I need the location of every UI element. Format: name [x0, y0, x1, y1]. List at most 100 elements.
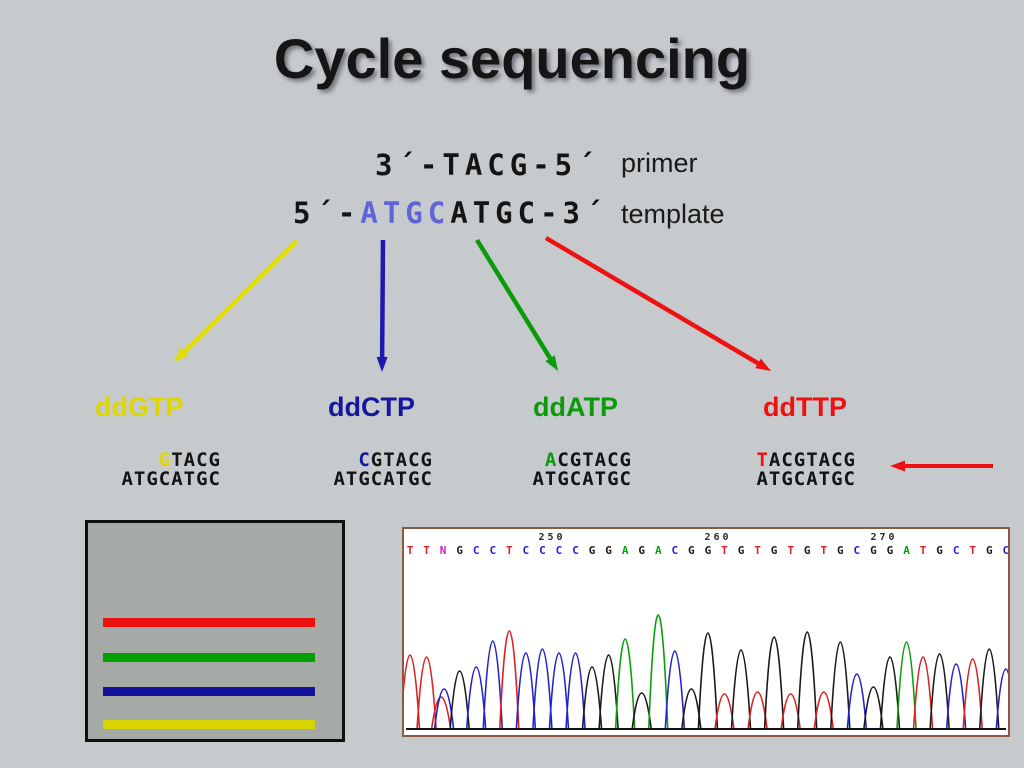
template-sequence: 5´-ATGCATGC-3´: [293, 196, 607, 230]
trace-peak: [565, 652, 586, 730]
base-call: T: [721, 544, 728, 557]
trace-peak: [763, 636, 785, 730]
trace-peak: [929, 653, 950, 730]
trace-peak: [995, 668, 1008, 730]
product-strand: GTACG: [158, 449, 221, 471]
slide-title: Cycle sequencing: [273, 27, 751, 90]
base-call: C: [952, 544, 960, 557]
base-call: G: [985, 544, 993, 557]
primer-sequence: 3´-TACG-5´: [375, 148, 600, 182]
trace-peak: [614, 638, 636, 730]
trace-peak: [465, 666, 487, 730]
trace-peak: [846, 673, 868, 730]
ddgtp-label: ddGTP: [95, 392, 184, 422]
ddctp-label: ddCTP: [328, 392, 415, 422]
base-call: T: [505, 544, 513, 557]
ddCTP-arrow: [376, 356, 388, 372]
template-strand: ATGCATGC: [333, 468, 433, 490]
trace-peak: [962, 658, 983, 730]
trace-peak: [532, 648, 553, 730]
trace-peak: [430, 696, 452, 730]
gel-band-ddTTP: [103, 618, 315, 627]
ddatp-label: ddATP: [533, 392, 618, 422]
trace-peak: [515, 652, 537, 730]
trace-peak: [598, 654, 619, 730]
base-call: T: [406, 544, 414, 557]
trace-peak: [697, 632, 719, 730]
trace-peak: [945, 663, 967, 730]
trace-peak: [912, 656, 934, 730]
base-call: C: [472, 544, 480, 557]
base-call: G: [737, 544, 745, 557]
product-strand: ACGTACG: [544, 449, 632, 471]
base-call: T: [820, 544, 828, 557]
base-call: G: [605, 544, 612, 557]
terminator-base: T: [756, 449, 769, 471]
base-call: G: [836, 544, 844, 557]
ruler-position-250: 250: [538, 532, 566, 543]
base-call: G: [456, 544, 463, 557]
gel-band-ddGTP: [103, 720, 315, 729]
trace-peak: [416, 656, 437, 730]
trace-peak: [896, 641, 917, 730]
base-call: A: [903, 544, 910, 557]
base-call: G: [803, 544, 811, 557]
trace-peak: [482, 640, 504, 730]
ddttp-label: ddTTP: [763, 392, 847, 422]
trace-peak: [647, 614, 669, 730]
base-call: T: [787, 544, 794, 557]
gel-band-ddATP: [103, 653, 315, 662]
template-strand: ATGCATGC: [121, 468, 221, 490]
trace-peak: [449, 670, 470, 730]
trace-peak: [730, 649, 752, 730]
base-call: C: [671, 544, 679, 557]
base-call: N: [439, 544, 447, 557]
base-call: G: [588, 544, 596, 557]
ruler-position-270: 270: [870, 532, 898, 543]
trace-peak: [879, 656, 901, 730]
base-call: G: [870, 544, 877, 557]
terminator-base: G: [158, 449, 172, 471]
ddATP-arrow: [475, 238, 555, 363]
trace-peak: [581, 666, 603, 730]
template-strand: ATGCATGC: [532, 468, 632, 490]
gel-band-ddCTP: [103, 687, 315, 696]
base-call: C: [539, 544, 546, 557]
ddGTP-arrow: [174, 347, 189, 362]
trace-peak: [548, 652, 570, 730]
base-call: C: [555, 544, 563, 557]
trace-peak: [863, 686, 884, 730]
ruler-position-260: 260: [704, 532, 732, 543]
trace-peak: [796, 631, 818, 730]
gel-diagram: [85, 520, 345, 742]
trace-peak: [978, 648, 1000, 730]
ddTTP-product-pointer: [890, 460, 905, 472]
base-call: C: [522, 544, 530, 557]
product-strand: CGTACG: [358, 449, 433, 471]
base-call: A: [654, 544, 662, 557]
template-highlight: ATGC: [360, 196, 451, 230]
ddCTP-arrow: [379, 239, 386, 362]
base-call: G: [638, 544, 645, 557]
template-prefix: 5´-: [293, 196, 361, 230]
primer-label: primer: [621, 148, 698, 178]
template-label: template: [621, 199, 725, 229]
trace-peak: [499, 630, 520, 730]
template-suffix: ATGC-3´: [450, 196, 608, 230]
base-call: T: [423, 544, 430, 557]
base-call: T: [919, 544, 927, 557]
base-call: T: [754, 544, 761, 557]
base-call: G: [704, 544, 712, 557]
trace-peak: [404, 654, 421, 730]
base-call: A: [621, 544, 629, 557]
template-strand: ATGCATGC: [756, 468, 856, 490]
base-call: T: [969, 544, 976, 557]
ddATP-arrow: [545, 355, 558, 371]
ddTTP-arrow: [544, 236, 763, 368]
